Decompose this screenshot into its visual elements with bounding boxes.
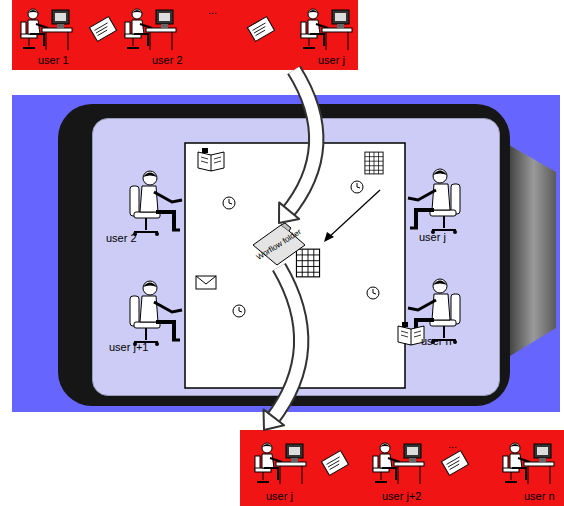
user-band: user 1 user 2... user j bbox=[12, 0, 358, 70]
user-workstation bbox=[503, 443, 554, 484]
blue-area bbox=[12, 95, 560, 412]
book-icon bbox=[198, 148, 224, 171]
seated-user bbox=[408, 169, 460, 234]
clock-icon bbox=[233, 305, 245, 317]
folder-icon bbox=[321, 451, 348, 476]
user-label: user 1 bbox=[38, 54, 69, 66]
user-label: user j+1 bbox=[109, 341, 148, 353]
user-workstation bbox=[301, 9, 352, 50]
user-label: user 2 bbox=[152, 54, 183, 66]
folder-icon bbox=[441, 451, 468, 476]
flow-arrow bbox=[279, 70, 316, 223]
user-label: ... bbox=[448, 438, 457, 450]
user-label: user n bbox=[524, 490, 555, 502]
meeting-table bbox=[185, 143, 405, 388]
flow-arrow bbox=[264, 267, 302, 430]
user-workstation bbox=[373, 443, 424, 484]
pointer-line bbox=[328, 190, 380, 238]
envelope-icon bbox=[196, 276, 216, 289]
seated-user bbox=[130, 171, 182, 236]
arrow-body bbox=[271, 267, 301, 421]
user-workstation bbox=[21, 9, 72, 50]
user-label: user j+2 bbox=[382, 490, 421, 502]
folder-icon bbox=[247, 17, 274, 42]
book-icon bbox=[398, 322, 424, 345]
user-workstation bbox=[125, 9, 176, 50]
calendar-icon bbox=[365, 152, 383, 174]
arrow-outline bbox=[271, 267, 301, 421]
user-label: user j bbox=[419, 231, 446, 243]
schedule-grid bbox=[296, 249, 319, 277]
user-label: user 2 bbox=[106, 232, 137, 244]
device-frame bbox=[58, 104, 510, 406]
arrow-head bbox=[279, 202, 299, 223]
mirrored-users bbox=[408, 169, 460, 344]
user-workstation bbox=[255, 443, 306, 484]
arrow-head bbox=[264, 409, 285, 430]
seated-user bbox=[130, 281, 182, 346]
folder-label: Worflow folder bbox=[244, 212, 315, 279]
user-label: user j bbox=[266, 490, 293, 502]
pointer-head bbox=[324, 232, 334, 242]
folder-icon bbox=[89, 17, 116, 42]
clock-icon bbox=[223, 197, 235, 209]
seated-user bbox=[408, 279, 460, 344]
meeting-panel: user 2 user j user j+1 user n Worflow folder bbox=[92, 118, 500, 396]
user-label: user n bbox=[421, 335, 452, 347]
user-label: ... bbox=[208, 4, 217, 16]
user-label: user j bbox=[318, 54, 345, 66]
workflow-folder: Worflow folder bbox=[251, 223, 307, 267]
arrow-body bbox=[287, 70, 317, 214]
clock-icon bbox=[351, 181, 363, 193]
envelope-flap bbox=[196, 276, 216, 284]
clock-icon bbox=[367, 287, 379, 299]
arrow-outline bbox=[287, 70, 317, 214]
user-band: user j user j+2... user n bbox=[240, 430, 564, 506]
